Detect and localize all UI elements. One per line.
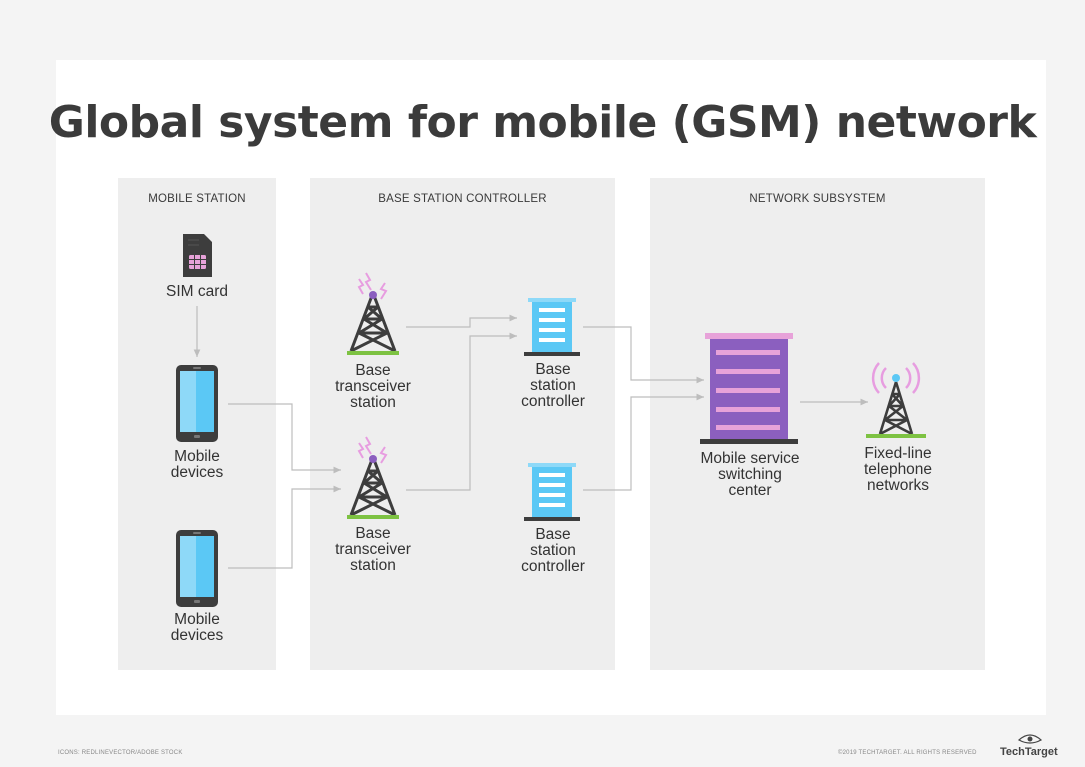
- connector-device2-to-bts2: [228, 485, 341, 569]
- eye-logo-icon: [1017, 734, 1043, 744]
- base-station-controller-icon: [524, 463, 580, 521]
- fixed-line-label: Fixed-line telephone networks: [863, 445, 933, 494]
- msc-label: Mobile service switching center: [700, 450, 800, 499]
- sim-card-icon: [183, 234, 212, 277]
- copyright: ©2019 TECHTARGET. ALL RIGHTS RESERVED: [838, 750, 977, 756]
- connector-lines: [193, 306, 868, 569]
- connector-bsc1-to-msc: [583, 326, 704, 384]
- connector-bts2-to-bsc1: [406, 332, 517, 491]
- cell-tower-icon: [347, 272, 399, 355]
- mobile-devices-label-1: Mobile devices: [170, 448, 224, 481]
- network-subsystem-panel: [650, 178, 985, 670]
- icon-credit: ICONS: REDLINEVECTOR/ADOBE STOCK: [58, 750, 183, 756]
- connector-bts1-to-bsc1: [406, 314, 517, 328]
- connector-device1-to-bts2: [228, 403, 341, 474]
- bsc-label-1: Base station controller: [521, 361, 585, 410]
- mobile-station-heading: MOBILE STATION: [148, 193, 246, 205]
- base-station-controller-heading: BASE STATION CONTROLLER: [378, 193, 547, 205]
- bts-label-1: Base transceiver station: [335, 362, 411, 411]
- mobile-device-icon: [176, 530, 218, 607]
- base-station-controller-icon: [524, 298, 580, 356]
- techtarget-logo: TechTarget: [1000, 746, 1058, 758]
- connector-bsc2-to-msc: [583, 393, 704, 491]
- cell-tower-icon: [347, 436, 399, 519]
- bsc-label-2: Base station controller: [521, 526, 585, 575]
- fixed-line-tower-icon: [866, 362, 926, 438]
- network-subsystem-heading: NETWORK SUBSYSTEM: [749, 193, 886, 205]
- mobile-device-icon: [176, 365, 218, 442]
- sim-card-label: SIM card: [165, 283, 228, 300]
- base-station-controller-panel: [310, 178, 615, 670]
- mobile-devices-label-2: Mobile devices: [170, 611, 224, 644]
- bts-label-2: Base transceiver station: [335, 525, 411, 574]
- diagram-title: Global system for mobile (GSM) network: [48, 97, 1037, 148]
- switching-center-building-icon: [700, 333, 798, 444]
